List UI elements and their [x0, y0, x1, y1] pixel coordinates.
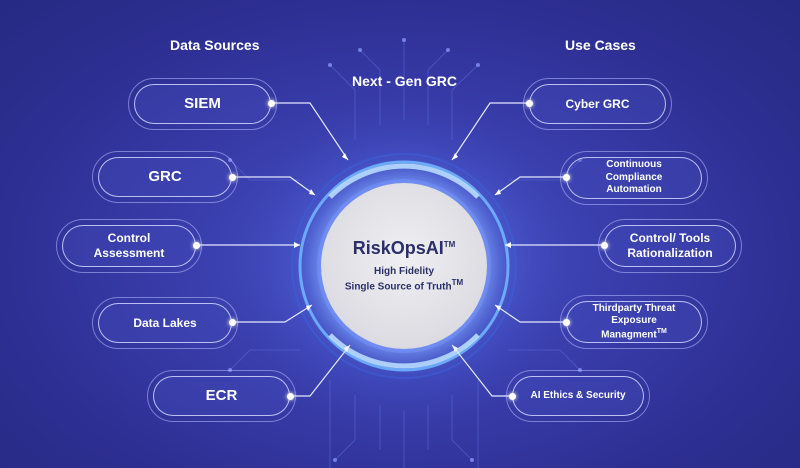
data-source-data-lakes: Data Lakes: [92, 297, 238, 349]
core-subtitle-line2-text: Single Source of Truth: [344, 281, 452, 293]
data-source-label: Control Assessment: [93, 231, 165, 260]
data-source-label: ECR: [205, 386, 238, 404]
use-case-label-text: Thirdparty Threat Exposure Managment: [592, 302, 676, 340]
core-subtitle-line1: High Fidelity: [374, 265, 434, 277]
data-source-siem: SIEM: [128, 78, 277, 130]
trademark-mark: TM: [656, 327, 667, 335]
core-title-text: RiskOpsAI: [352, 237, 444, 258]
data-source-label: Data Lakes: [133, 315, 197, 330]
connector-dot: [563, 174, 570, 181]
data-source-label: SIEM: [184, 94, 221, 112]
use-cases-heading: Use Cases: [565, 37, 636, 53]
use-case-label: Control/ Tools Rationalization: [627, 231, 713, 260]
use-case-control-tools: Control/ Tools Rationalization: [598, 219, 742, 273]
connector-dot: [229, 174, 236, 181]
core-title: RiskOpsAITM: [353, 238, 456, 259]
data-sources-heading: Data Sources: [170, 37, 260, 53]
use-case-label: Thirdparty Threat Exposure ManagmentTM: [577, 303, 691, 342]
data-source-control-assessment: Control Assessment: [56, 219, 202, 273]
connector-dot: [601, 242, 608, 249]
riskopsai-core: RiskOpsAITM High Fidelity Single Source …: [321, 183, 487, 349]
next-gen-grc-heading: Next - Gen GRC: [352, 73, 458, 89]
connector-dot: [193, 242, 200, 249]
use-case-label: Continuous Compliance Automation: [605, 159, 663, 196]
connector-dot: [563, 319, 570, 326]
data-source-ecr: ECR: [147, 370, 296, 422]
core-subtitle-line2: Single Source of TruthTM: [345, 278, 463, 294]
trademark-mark: TM: [451, 278, 464, 288]
use-case-continuous-compliance: Continuous Compliance Automation: [560, 151, 708, 205]
use-case-label: Cyber GRC: [565, 96, 630, 111]
connector-dot: [526, 100, 533, 107]
connector-dot: [287, 393, 294, 400]
use-case-cyber-grc: Cyber GRC: [523, 78, 672, 130]
connector-dot: [268, 100, 275, 107]
connector-dot: [509, 393, 516, 400]
data-source-label: GRC: [148, 167, 182, 185]
use-case-label: AI Ethics & Security: [530, 389, 626, 401]
connector-dot: [229, 319, 236, 326]
trademark-mark: TM: [443, 239, 456, 249]
data-source-grc: GRC: [92, 151, 238, 203]
use-case-thirdparty-threat: Thirdparty Threat Exposure ManagmentTM: [560, 295, 708, 349]
core-subtitle: High Fidelity Single Source of TruthTM: [345, 265, 463, 294]
use-case-ai-ethics: AI Ethics & Security: [506, 370, 650, 422]
